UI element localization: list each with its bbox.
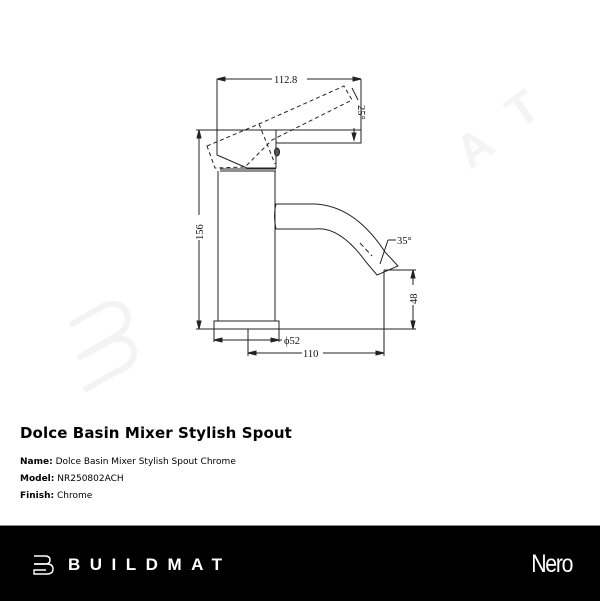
field-finish-value: Chrome: [56, 491, 93, 501]
footer-bar: BUILDMAT Nero: [0, 525, 600, 601]
buildmat-logo: BUILDMAT: [32, 554, 232, 576]
dim-spout-height: 48: [409, 294, 420, 305]
nero-logo: Nero: [531, 550, 573, 578]
field-finish: Finish: Chrome: [20, 488, 292, 505]
dim-overall-height: 156: [195, 224, 206, 240]
brand-name: BUILDMAT: [68, 555, 232, 574]
field-name-value: Dolce Basin Mixer Stylish Spout Chrome: [55, 457, 236, 467]
dim-spout-reach: 110: [303, 349, 318, 360]
dim-spout-angle: 35°: [397, 236, 412, 247]
technical-drawing: A T: [68, 75, 549, 393]
faucet-outline-svg: 112.8 25° 156 35° 48 ϕ52 110: [195, 75, 420, 360]
dim-base-diameter: ϕ52: [284, 336, 300, 347]
field-name: Name: Dolce Basin Mixer Stylish Spout Ch…: [20, 454, 292, 471]
product-info: Dolce Basin Mixer Stylish Spout Name: Do…: [20, 424, 292, 505]
field-name-label: Name:: [20, 457, 53, 467]
field-model-value: NR250802ACH: [57, 474, 124, 484]
field-model: Model: NR250802ACH: [20, 471, 292, 488]
field-finish-label: Finish:: [20, 491, 55, 501]
dim-lever-angle: 25°: [355, 105, 366, 120]
product-title: Dolce Basin Mixer Stylish Spout: [20, 424, 292, 442]
dim-lever-reach: 112.8: [274, 75, 297, 86]
field-model-label: Model:: [20, 474, 55, 484]
buildmat-b-icon: [33, 555, 54, 575]
